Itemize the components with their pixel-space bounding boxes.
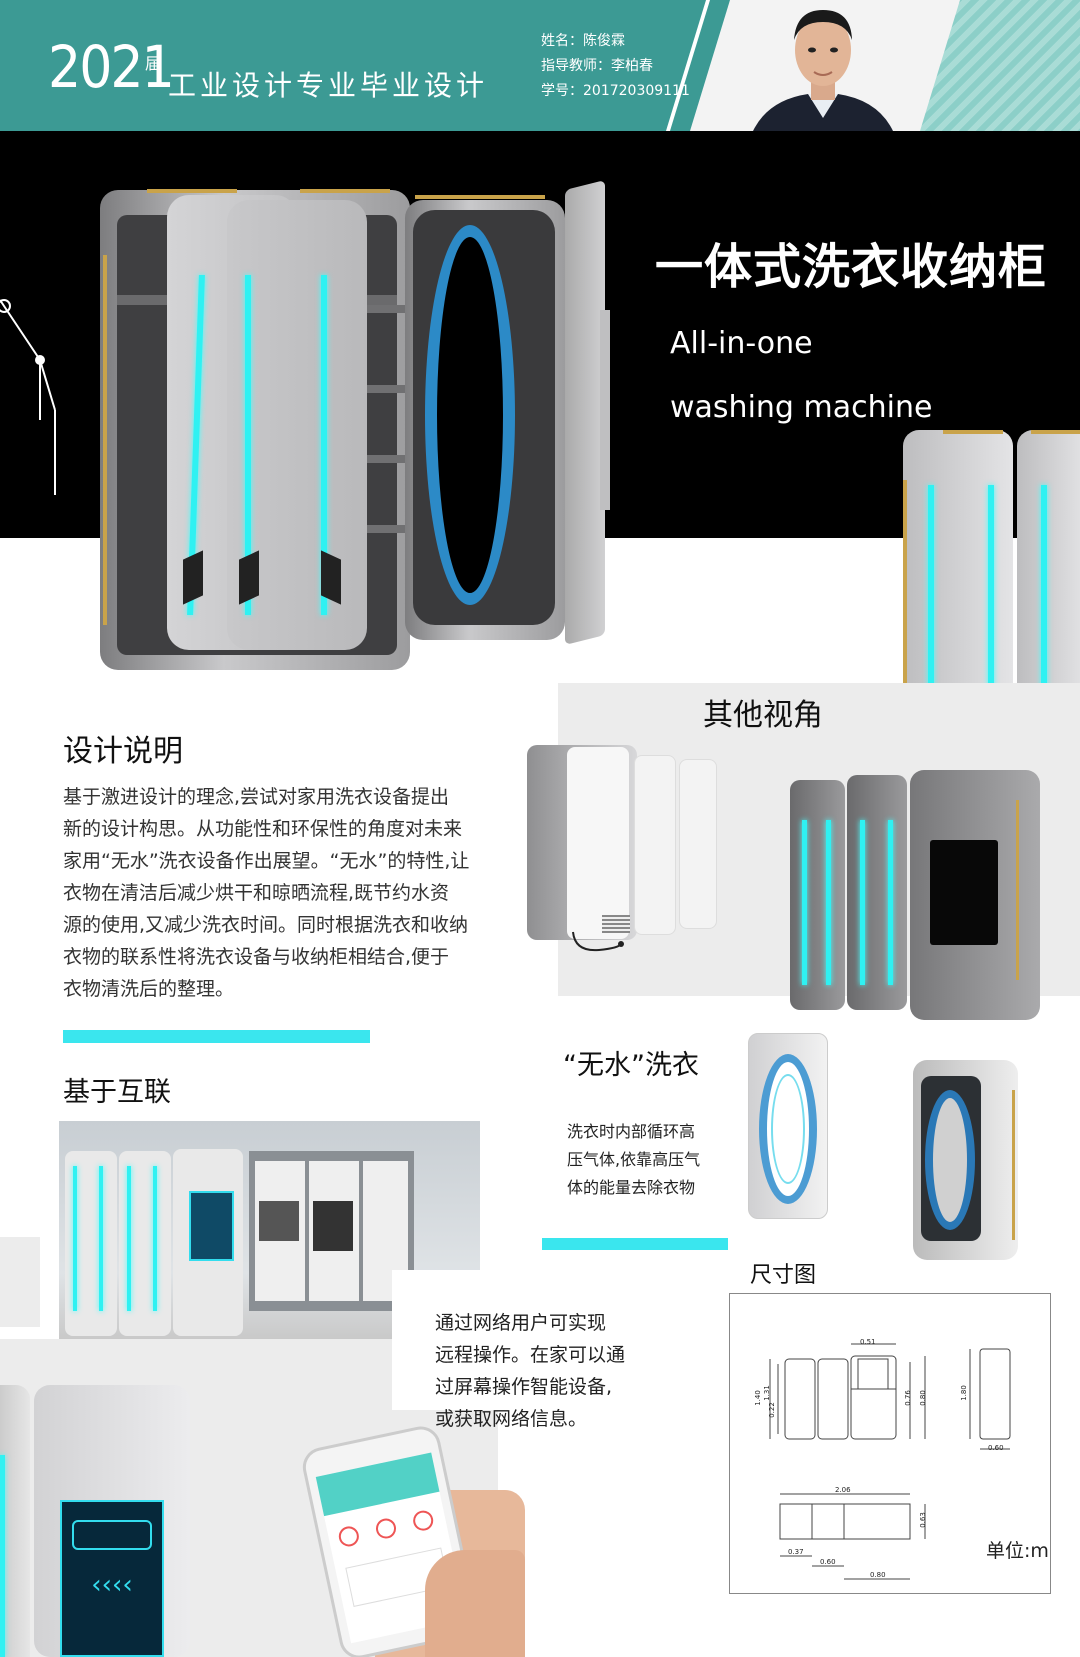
- design-line: 衣物清洗后的整理。: [63, 978, 235, 1000]
- iot-text-box: [392, 1270, 642, 1410]
- iot-title: 基于互联: [63, 1077, 171, 1108]
- dim-label: 0.80: [918, 1390, 927, 1406]
- dim-label: 0.63: [918, 1512, 927, 1528]
- accent-bar: [542, 1238, 728, 1250]
- dim-label: 0.60: [820, 1558, 836, 1566]
- student-name: 姓名：陈俊霖: [541, 33, 625, 49]
- back-view-render: [527, 745, 720, 952]
- dim-label: 0.76: [903, 1390, 912, 1406]
- dim-label: 0.37: [788, 1548, 804, 1556]
- design-line: 基于激进设计的理念,尝试对家用洗衣设备提出: [63, 786, 450, 808]
- design-line: 衣物的联系性将洗衣设备与收纳柜相结合,便于: [63, 946, 450, 968]
- dim-label: 1.31: [762, 1385, 771, 1401]
- screen-closeup-render: ‹‹‹‹: [0, 1385, 190, 1657]
- dim-label: 1.40: [753, 1390, 762, 1406]
- advisor-name: 指导教师：李柏春: [541, 58, 653, 74]
- design-description: 基于激进设计的理念,尝试对家用洗衣设备提出 新的设计构思。从功能性和环保性的角度…: [63, 781, 533, 1005]
- dim-label: 0.80: [870, 1571, 886, 1579]
- product-title: 一体式洗衣收纳柜: [655, 239, 1048, 295]
- iot-line: 远程操作。在家可以通: [435, 1344, 626, 1366]
- circuit-decoration: [0, 299, 56, 495]
- student-id: 学号：201720309111: [541, 83, 690, 99]
- dims-title: 尺寸图: [750, 1263, 817, 1288]
- bg-block: [0, 1237, 40, 1327]
- hero-product-render: [95, 180, 655, 675]
- washer-interior-render: [748, 1033, 828, 1219]
- dim-label: 0.22: [767, 1402, 776, 1418]
- accent-bar: [63, 1030, 370, 1043]
- phone-in-hand-render: [299, 1422, 535, 1657]
- other-views-title: 其他视角: [703, 698, 823, 733]
- room-scene-render: [59, 1121, 480, 1339]
- washer-side-render: [913, 1060, 1018, 1260]
- iot-line: 或获取网络信息。: [435, 1408, 588, 1430]
- dims-drawing-frame: 0.51 1.40 1.31 0.22 0.76 0.80 1.80 0.60 …: [729, 1293, 1051, 1594]
- nowater-line: 体的能量去除衣物: [567, 1178, 696, 1197]
- header-band: 2021 届 工业设计专业毕业设计 姓名：陈俊霖 指导教师：李柏春 学号：201…: [0, 0, 1080, 131]
- nowater-title: “无水”洗衣: [563, 1050, 699, 1081]
- iot-line: 通过网络用户可实现: [435, 1312, 607, 1334]
- nowater-line: 洗衣时内部循环高: [567, 1122, 696, 1141]
- dim-label: 1.80: [959, 1385, 968, 1401]
- iot-line: 过屏幕操作智能设备,: [435, 1376, 613, 1398]
- dim-label: 0.60: [988, 1444, 1004, 1452]
- design-title: 设计说明: [63, 734, 183, 769]
- jie-text: 届: [145, 54, 162, 73]
- student-portrait: [748, 0, 898, 131]
- product-subtitle-line1: All-in-one: [670, 326, 813, 361]
- dim-label: 0.51: [860, 1338, 876, 1346]
- design-line: 衣物在清洁后减少烘干和晾晒流程,既节约水资: [63, 882, 450, 904]
- front-view-render: [790, 770, 1045, 1025]
- product-subtitle-line2: washing machine: [670, 390, 933, 425]
- nowater-line: 压气体,依靠高压气: [567, 1150, 701, 1169]
- dims-unit: 单位:m: [986, 1540, 1049, 1562]
- design-line: 源的使用,又减少洗衣时间。同时根据洗衣和收纳: [63, 914, 469, 936]
- design-line: 新的设计构思。从功能性和环保性的角度对未来: [63, 818, 463, 840]
- major-title: 工业设计专业毕业设计: [168, 69, 489, 102]
- dimension-drawing: [769, 1343, 1011, 1580]
- dim-label: 2.06: [835, 1486, 851, 1494]
- nowater-description: 洗衣时内部循环高 压气体,依靠高压气 体的能量去除衣物: [567, 1118, 700, 1202]
- design-line: 家用“无水”洗衣设备作出展望。“无水”的特性,让: [63, 850, 470, 872]
- iot-description: 通过网络用户可实现 远程操作。在家可以通 过屏幕操作智能设备, 或获取网络信息。: [435, 1307, 625, 1435]
- year-text: 2021: [48, 33, 175, 101]
